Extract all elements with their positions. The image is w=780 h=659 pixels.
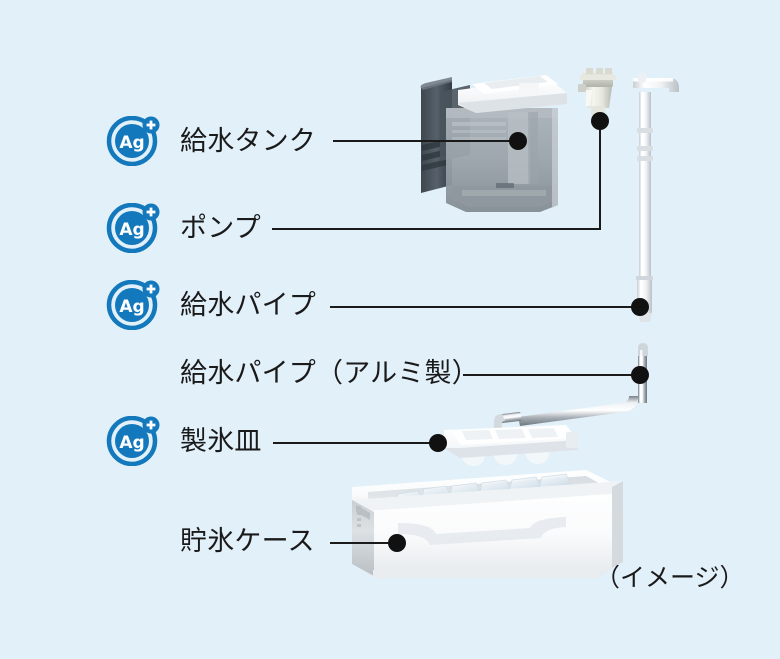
label-row-ice-tray: Ag 製氷皿 xyxy=(105,415,262,467)
ag-plus-icon: Ag xyxy=(105,202,167,254)
label-row-aluminum-pipe: 給水パイプ（アルミ製） xyxy=(180,353,479,393)
svg-text:Ag: Ag xyxy=(119,220,144,240)
ag-plus-icon: Ag xyxy=(105,115,167,167)
svg-text:Ag: Ag xyxy=(119,297,144,317)
ag-plus-icon: Ag xyxy=(105,415,167,467)
label-row-ice-storage-case: 貯氷ケース xyxy=(180,521,315,561)
svg-text:Ag: Ag xyxy=(119,133,144,153)
label-pump: ポンプ xyxy=(180,212,261,244)
label-ice-storage-case: 貯氷ケース xyxy=(180,525,315,557)
label-row-water-supply-pipe: Ag 給水パイプ xyxy=(105,279,316,331)
label-row-pump: Ag ポンプ xyxy=(105,202,261,254)
label-water-supply-pipe: 給水パイプ xyxy=(180,289,316,321)
label-ice-tray: 製氷皿 xyxy=(180,425,262,457)
label-water-tank: 給水タンク xyxy=(180,125,316,157)
image-caption: （イメージ） xyxy=(595,563,745,592)
ag-plus-icon: Ag xyxy=(105,279,167,331)
label-row-water-tank: Ag 給水タンク xyxy=(105,115,316,167)
svg-text:Ag: Ag xyxy=(119,433,144,453)
label-aluminum-pipe: 給水パイプ（アルミ製） xyxy=(180,357,479,389)
